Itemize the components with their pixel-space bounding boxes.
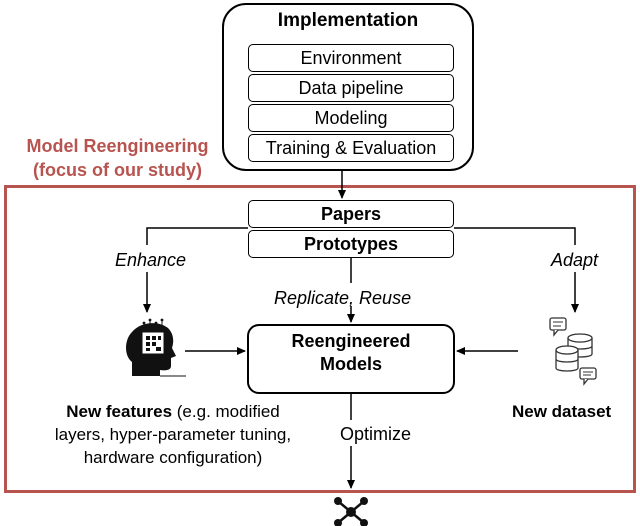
edge-label-adapt: Adapt xyxy=(551,250,599,270)
reengineered-models-box xyxy=(247,324,455,394)
implementation-item-training-evaluation: Training & Evaluation xyxy=(248,134,454,162)
prototypes-box: Prototypes xyxy=(248,230,454,258)
new-features-line2: layers, hyper-parameter tuning, xyxy=(54,425,292,444)
reengineering-label-line2: (focus of our study) xyxy=(33,160,202,180)
edge-label-optimize: Optimize xyxy=(340,424,412,444)
database-icon xyxy=(549,317,597,386)
implementation-title: Implementation xyxy=(277,10,419,31)
network-graph-icon xyxy=(334,497,368,526)
line-enhance xyxy=(146,227,248,245)
implementation-item-data-pipeline: Data pipeline xyxy=(248,74,454,102)
reengineered-models-line1: Reengineered xyxy=(291,331,411,351)
new-features-caption: New features (e.g. modified layers, hype… xyxy=(28,400,318,469)
new-features-line3: hardware configuration) xyxy=(83,448,263,467)
new-features-line1: New features (e.g. modified xyxy=(28,400,318,423)
reengineered-models-line2: Models xyxy=(319,354,382,374)
papers-box: Papers xyxy=(248,200,454,228)
implementation-container xyxy=(222,3,474,171)
edge-label-replicate: Replicate, Reuse xyxy=(274,288,412,308)
new-dataset-label: New dataset xyxy=(512,402,612,421)
implementation-item-modeling: Modeling xyxy=(248,104,454,132)
new-features-line1-rest: (e.g. modified xyxy=(172,402,280,421)
reengineering-frame xyxy=(4,185,636,493)
line-adapt xyxy=(454,227,576,245)
implementation-item-environment: Environment xyxy=(248,44,454,72)
brain-chip-icon xyxy=(126,318,186,377)
new-features-title: New features xyxy=(66,402,173,421)
edge-label-enhance: Enhance xyxy=(115,250,187,270)
reengineering-label-line1: Model Reengineering xyxy=(26,136,209,156)
